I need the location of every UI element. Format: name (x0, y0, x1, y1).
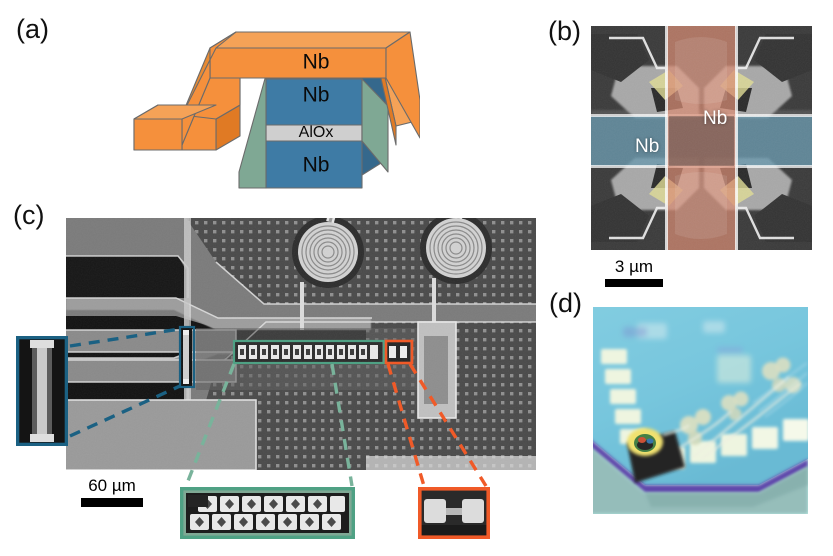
panel-b-scalebar-label: 3 µm (614, 257, 654, 276)
panel-b-label-nb-horizontal: Nb (635, 136, 660, 157)
panel-label-a: (a) (16, 14, 49, 44)
schematic-label-nb-mid: Nb (303, 84, 330, 107)
vertical-nb-electrode-overlay (665, 26, 738, 250)
green-inset-svg (180, 487, 356, 539)
panel-b-svg (591, 26, 812, 250)
junction-schematic-svg: .ol{stroke:#6b6b6b;stroke-width:1.1;stro… (133, 31, 420, 189)
junction-overlap-region (669, 116, 734, 166)
panel-c-blue-inset (15, 335, 69, 447)
mounted-die (627, 428, 685, 483)
panel-c-scalebar: 60 µm (62, 477, 162, 507)
single-junction-pair (386, 342, 410, 362)
junction-array-strip (234, 342, 382, 362)
orange-inset-svg (417, 486, 491, 540)
schematic-label-alox: AlOx (299, 124, 334, 141)
panel-c-scalebar-label: 60 µm (88, 476, 136, 495)
panel-b-sem-image: Nb Nb (591, 26, 812, 250)
narrow-shunt-feature (180, 328, 192, 386)
bottom-left-pad (66, 399, 257, 470)
panel-c-green-inset (180, 487, 356, 539)
panel-b-scalebar-bar (605, 278, 663, 287)
panel-b-label-nb-vertical: Nb (703, 108, 728, 129)
panel-d-svg (593, 307, 808, 514)
schematic-label-nb-bottom: Nb (303, 154, 330, 177)
bond-wires (662, 376, 802, 460)
panel-label-d: (d) (549, 288, 582, 318)
panel-c-svg (66, 218, 536, 470)
schematic-label-nb-top: Nb (303, 51, 330, 74)
panel-d-optical-photo (593, 307, 808, 514)
panel-c-scalebar-bar (81, 497, 143, 507)
blue-inset-svg (15, 335, 69, 447)
panel-c-orange-inset (417, 486, 491, 540)
panel-c-sem-image (66, 218, 536, 470)
spiral-inductors (292, 218, 492, 330)
panel-b-scalebar: 3 µm (589, 258, 679, 287)
panel-label-c: (c) (13, 200, 45, 230)
panel-label-b: (b) (548, 16, 581, 46)
panel-a-schematic: .ol{stroke:#6b6b6b;stroke-width:1.1;stro… (120, 20, 420, 200)
